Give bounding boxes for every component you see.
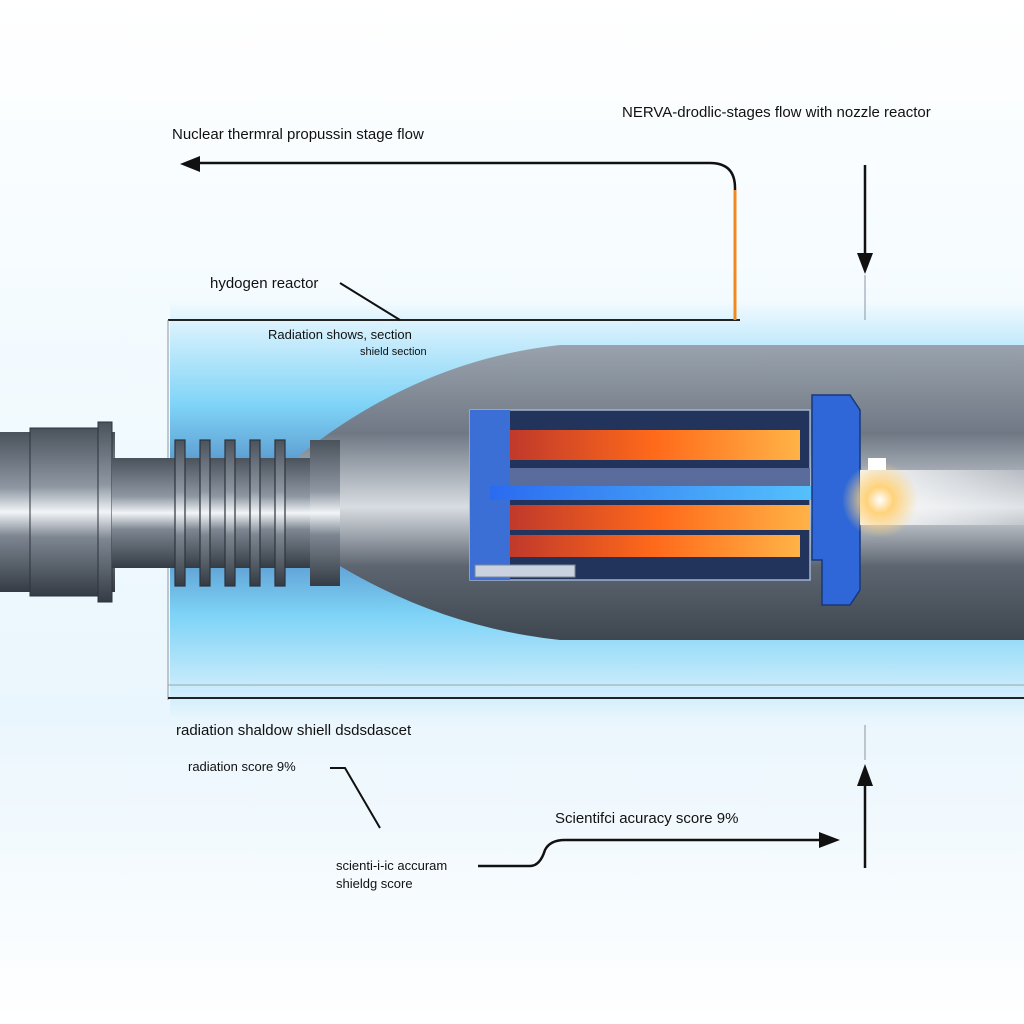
label-scientific-line2: shieldg score (336, 876, 413, 891)
arrow-left-icon (180, 156, 200, 172)
label-shield-section: shield section (360, 346, 427, 358)
label-shadow-shield: radiation shaldow shiell dsdsdascet (176, 722, 412, 739)
label-radiation-shows: Radiation shows, section (268, 327, 412, 342)
label-radiation-score: radiation score 9% (188, 759, 296, 774)
label-accuracy-score: Scientifci acuracy score 9% (555, 810, 739, 827)
arrow-down-icon (857, 253, 873, 274)
arrow-right-icon (819, 832, 840, 848)
arrow-up-icon (857, 764, 873, 786)
label-scientific-line1: scienti-i-ic accuram (336, 858, 448, 873)
label-top-right-nerva: NERVA-drodlic-stages flow with nozzle re… (622, 104, 931, 121)
label-top-left-flow: Nuclear thermral propussin stage flow (172, 126, 424, 143)
label-hydrogen-reactor: hydogen reactor (210, 275, 319, 292)
